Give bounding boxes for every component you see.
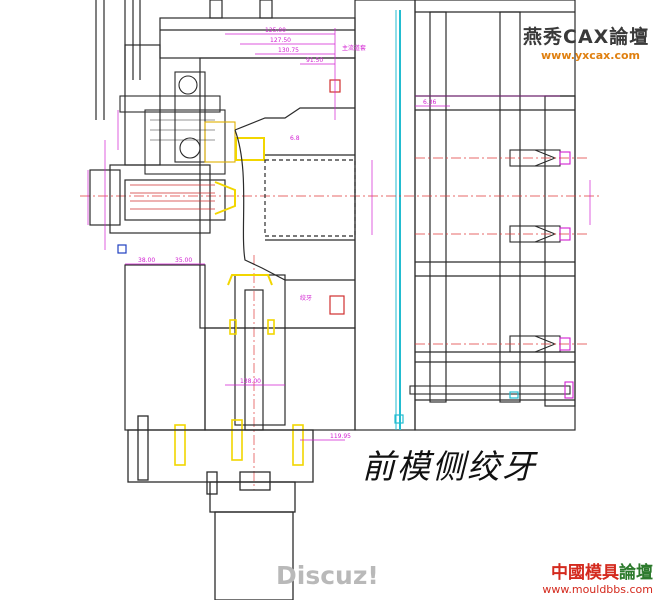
- base-plates: [127, 415, 314, 600]
- dimension-text: 125.00 127.50 130.75 91.50 6.36 6.8 38.0…: [138, 27, 437, 440]
- dimension-lines: [87, 28, 591, 441]
- dim-119: 119.95: [330, 433, 351, 440]
- watermark-top: 燕秀CAX論壇 www.yxcax.com: [523, 22, 655, 68]
- leader-lower: 绞牙: [300, 294, 312, 302]
- gear-assembly: [119, 71, 265, 175]
- discuz-watermark: Discuz!: [276, 561, 379, 590]
- dim-91: 91.50: [306, 57, 323, 64]
- watermark-bottom-url: www.mouldbbs.com: [542, 583, 653, 596]
- dim-35: 35.00: [175, 257, 192, 264]
- lower-assembly: [124, 264, 356, 466]
- watermark-bottom-red: 中國模具: [551, 563, 619, 583]
- ejector-pins: [409, 149, 574, 399]
- watermark-bottom-green: 論壇: [619, 563, 653, 583]
- dim-127: 127.50: [270, 37, 291, 44]
- dim-38: 38.00: [138, 257, 155, 264]
- leader-upper: 主流道套: [342, 44, 366, 52]
- dim-6: 6.36: [423, 99, 437, 106]
- screw-core: [89, 164, 236, 234]
- center-lines: [80, 157, 600, 490]
- watermark-top-url: www.yxcax.com: [541, 49, 640, 62]
- fittings: [117, 244, 519, 424]
- dim-6-8: 6.8: [290, 135, 300, 142]
- drawing-caption: 前模侧绞牙: [362, 447, 537, 486]
- watermark-top-text: 燕秀CAX論壇: [523, 26, 650, 48]
- dim-125: 125.00: [265, 27, 286, 34]
- dim-130: 130.75: [278, 47, 299, 54]
- dim-138: 138.00: [240, 378, 261, 385]
- cavity: [234, 79, 356, 315]
- right-plates: [354, 0, 576, 431]
- watermark-bottom: 中國模具論壇 www.mouldbbs.com: [542, 558, 653, 596]
